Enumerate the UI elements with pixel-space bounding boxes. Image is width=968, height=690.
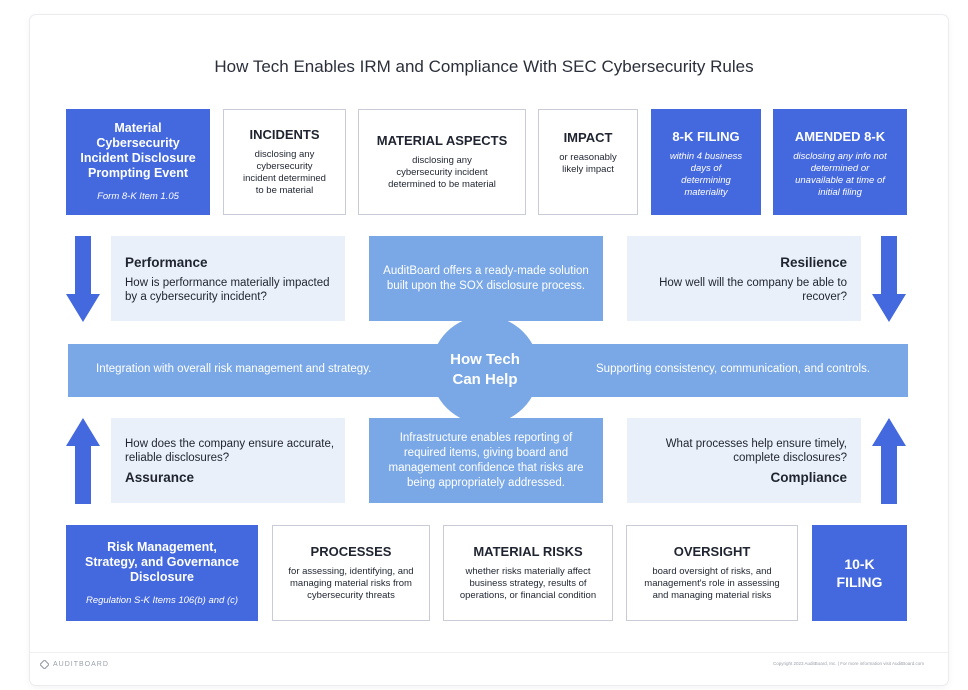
- arrow-up-left-icon: [66, 418, 100, 504]
- risk-governance-box: Risk Management, Strategy, and Governanc…: [66, 525, 258, 621]
- impact-box: IMPACT or reasonably likely impact: [538, 109, 638, 215]
- oversight-sub: board oversight of risks, and management…: [644, 566, 780, 601]
- infrastructure-panel: Infrastructure enables reporting of requ…: [369, 418, 603, 503]
- amended-8k-sub: disclosing any info not determined or un…: [793, 151, 887, 198]
- footer-logo-text: AUDITBOARD: [53, 661, 109, 668]
- footer-divider: [30, 652, 948, 653]
- performance-panel: Performance How is performance materiall…: [111, 236, 345, 321]
- page-title: How Tech Enables IRM and Compliance With…: [214, 57, 754, 76]
- impact-title: IMPACT: [563, 130, 613, 145]
- prompting-event-title: Material Cybersecurity Incident Disclosu…: [80, 121, 196, 180]
- arrow-down-left-icon: [66, 236, 100, 322]
- 10k-filing-title: 10-K FILING: [836, 556, 883, 590]
- footer-copyright: Copyright 2023 AuditBoard, Inc. | For mo…: [773, 661, 924, 666]
- 8k-filing-sub: within 4 business days of determining ma…: [669, 151, 743, 198]
- footer-logo: AUDITBOARD: [40, 660, 109, 669]
- assurance-body: How does the company ensure accurate, re…: [125, 438, 335, 464]
- incidents-title: INCIDENTS: [249, 127, 320, 142]
- arrow-up-right-icon: [872, 418, 906, 504]
- oversight-title: OVERSIGHT: [673, 544, 751, 559]
- processes-title: PROCESSES: [310, 544, 392, 559]
- material-risks-sub: whether risks materially affect business…: [459, 566, 597, 601]
- assurance-panel: How does the company ensure accurate, re…: [111, 418, 345, 503]
- 8k-filing-box: 8-K FILING within 4 business days of det…: [651, 109, 761, 215]
- performance-body: How is performance materially impacted b…: [125, 277, 330, 303]
- compliance-title: Compliance: [770, 470, 847, 485]
- processes-box: PROCESSES for assessing, identifying, an…: [272, 525, 430, 621]
- risk-governance-sub: Regulation S-K Items 106(b) and (c): [85, 594, 239, 606]
- arrow-down-right-icon: [872, 236, 906, 322]
- material-aspects-sub: disclosing any cybersecurity incident de…: [388, 155, 496, 190]
- how-tech-can-help-label: How Tech Can Help: [450, 351, 520, 388]
- compliance-panel: What processes help ensure timely, compl…: [627, 418, 861, 503]
- risk-governance-title: Risk Management, Strategy, and Governanc…: [85, 539, 239, 584]
- compliance-body: What processes help ensure timely, compl…: [665, 438, 847, 464]
- incidents-box: INCIDENTS disclosing any cybersecurity i…: [223, 109, 346, 215]
- processes-sub: for assessing, identifying, and managing…: [288, 566, 414, 601]
- resilience-body: How well will the company be able to rec…: [659, 277, 847, 303]
- material-risks-box: MATERIAL RISKS whether risks materially …: [443, 525, 613, 621]
- 10k-filing-box: 10-K FILING: [812, 525, 907, 621]
- material-risks-title: MATERIAL RISKS: [473, 544, 583, 559]
- auditboard-solution-panel: AuditBoard offers a ready-made solution …: [369, 236, 603, 321]
- performance-title: Performance: [125, 255, 208, 270]
- band-left-text: Integration with overall risk management…: [96, 363, 372, 375]
- resilience-title: Resilience: [780, 255, 847, 270]
- impact-sub: or reasonably likely impact: [559, 152, 617, 175]
- prompting-event-sub: Form 8-K Item 1.05: [97, 191, 179, 202]
- assurance-title: Assurance: [125, 470, 195, 485]
- how-tech-can-help-circle: How Tech Can Help: [431, 316, 539, 424]
- prompting-event-box: Material Cybersecurity Incident Disclosu…: [66, 109, 210, 215]
- incidents-sub: disclosing any cybersecurity incident de…: [243, 149, 326, 196]
- resilience-panel: Resilience How well will the company be …: [627, 236, 861, 321]
- material-aspects-title: MATERIAL ASPECTS: [376, 133, 508, 148]
- amended-8k-box: AMENDED 8-K disclosing any info not dete…: [773, 109, 907, 215]
- amended-8k-title: AMENDED 8-K: [794, 129, 886, 144]
- material-aspects-box: MATERIAL ASPECTS disclosing any cybersec…: [358, 109, 526, 215]
- oversight-box: OVERSIGHT board oversight of risks, and …: [626, 525, 798, 621]
- band-right-text: Supporting consistency, communication, a…: [596, 363, 871, 375]
- 8k-filing-title: 8-K FILING: [672, 129, 740, 144]
- auditboard-logo-icon: [40, 660, 49, 669]
